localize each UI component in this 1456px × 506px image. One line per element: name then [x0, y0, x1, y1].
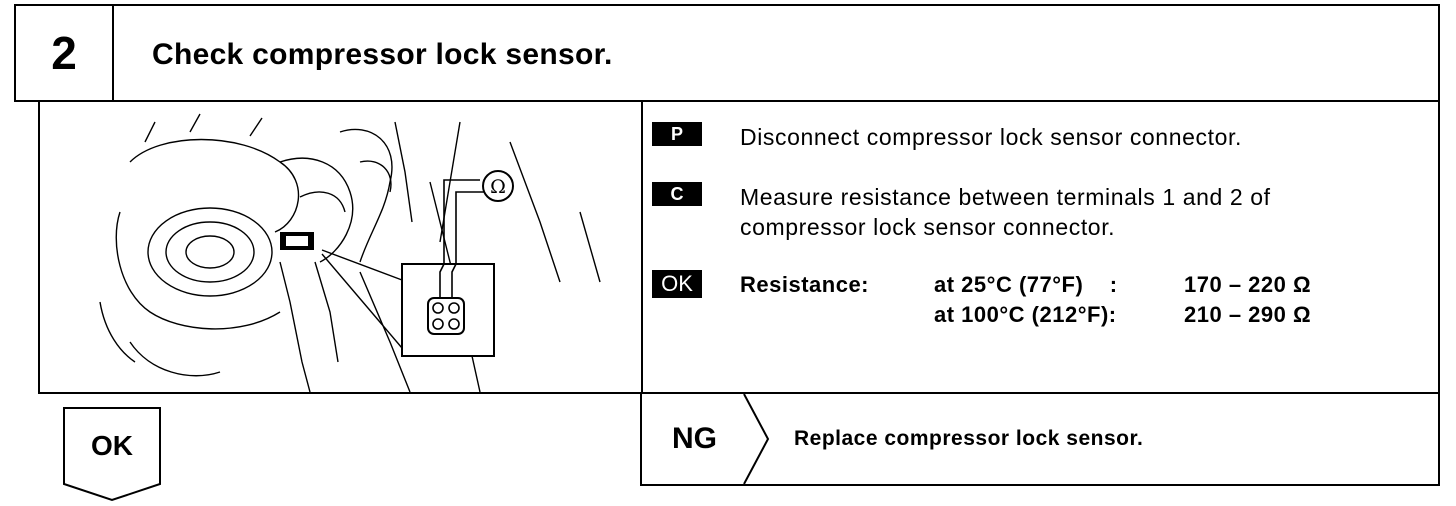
ohm-symbol: Ω: [490, 176, 506, 198]
ng-chevron-icon: [743, 394, 770, 484]
connector-detail-box: [401, 263, 495, 357]
c-tag: C: [652, 182, 702, 206]
spec-condition-1: at 25°C (77°F) :: [934, 272, 1118, 297]
ng-action-text: Replace compressor lock sensor.: [794, 427, 1144, 450]
resistance-label: Resistance:: [740, 272, 870, 297]
ng-label: NG: [672, 422, 717, 455]
p-tag: P: [652, 122, 702, 146]
c-text-line2: compressor lock sensor connector.: [740, 214, 1116, 240]
c-text-line1: Measure resistance between terminals 1 a…: [740, 184, 1271, 210]
compressor-illustration: Ω: [99, 113, 601, 392]
compressor-pulley: [147, 207, 273, 297]
ng-result-box: NG Replace compressor lock sensor.: [640, 392, 1440, 486]
spec-conditions: at 25°C (77°F) : at 100°C (212°F):: [934, 270, 1184, 330]
step-number: 2: [16, 6, 114, 100]
step-title: Check compressor lock sensor.: [152, 38, 613, 71]
c-text: Measure resistance between terminals 1 a…: [740, 182, 1271, 242]
step-c: C Measure resistance between terminals 1…: [652, 182, 1271, 242]
spec-ok: OK Resistance: at 25°C (77°F) : at 100°C…: [652, 270, 1364, 330]
procedure-body: Ω P Disconnect compressor lock sensor co…: [38, 100, 1440, 394]
ok-result-label: OK: [91, 430, 133, 461]
figure-divider: [641, 102, 643, 392]
step-p: P Disconnect compressor lock sensor conn…: [652, 122, 1242, 152]
step-header: 2 Check compressor lock sensor.: [14, 4, 1440, 102]
ok-result-flag: [63, 407, 161, 502]
spec-values: 170 – 220 Ω 210 – 290 Ω: [1184, 270, 1364, 330]
p-text: Disconnect compressor lock sensor connec…: [740, 124, 1242, 150]
ohmmeter-icon: [482, 170, 514, 202]
spec-condition-2: at 100°C (212°F):: [934, 302, 1117, 327]
ok-tag: OK: [652, 270, 702, 298]
spec-value-2: 210 – 290 Ω: [1184, 302, 1312, 327]
spec-value-1: 170 – 220 Ω: [1184, 272, 1312, 297]
